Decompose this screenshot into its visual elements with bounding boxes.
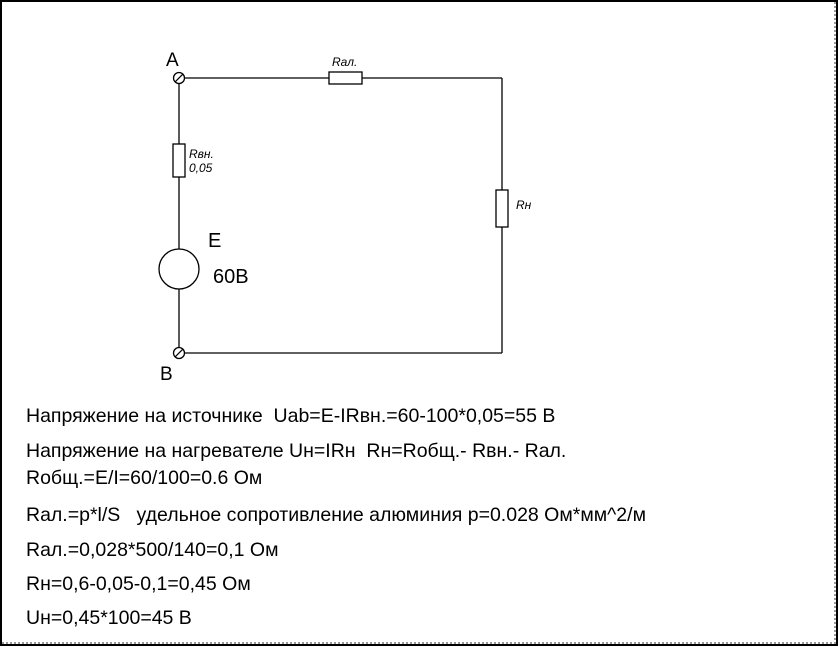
calc-load-resistance: Rн=0,6-0,05-0,1=0,45 Ом xyxy=(26,573,251,595)
calc-line-resistance-value: Rал.=0,028*500/140=0,1 Ом xyxy=(26,539,279,561)
terminal-a xyxy=(172,71,186,85)
resistor-internal-value: 0,05 xyxy=(189,161,213,175)
voltage-source xyxy=(158,248,200,290)
calc-source-voltage: Напряжение на источнике Uab=E-IRвн.=60-1… xyxy=(26,405,556,427)
terminal-b xyxy=(172,346,186,360)
calc-line-resistance-formula: Rал.=p*l/S удельное сопротивление алюмин… xyxy=(26,504,646,526)
source-value: 60В xyxy=(213,266,249,288)
node-label-b: B xyxy=(160,364,173,385)
resistor-load-label: Rн xyxy=(516,198,532,212)
node-label-a: A xyxy=(166,50,179,71)
resistor-internal xyxy=(172,143,186,178)
resistor-line-label: Rал. xyxy=(332,55,358,69)
resistor-internal-label: Rвн. xyxy=(189,147,214,161)
resistor-load xyxy=(495,189,509,228)
calc-heater-voltage: Напряжение на нагревателе Uн=IRн Rн=Rобщ… xyxy=(26,440,567,462)
source-label: E xyxy=(208,230,222,252)
resistor-line xyxy=(328,71,363,85)
calc-total-resistance: Rобщ.=E/I=60/100=0.6 Ом xyxy=(26,467,263,489)
calc-load-voltage: Uн=0,45*100=45 В xyxy=(26,607,192,629)
